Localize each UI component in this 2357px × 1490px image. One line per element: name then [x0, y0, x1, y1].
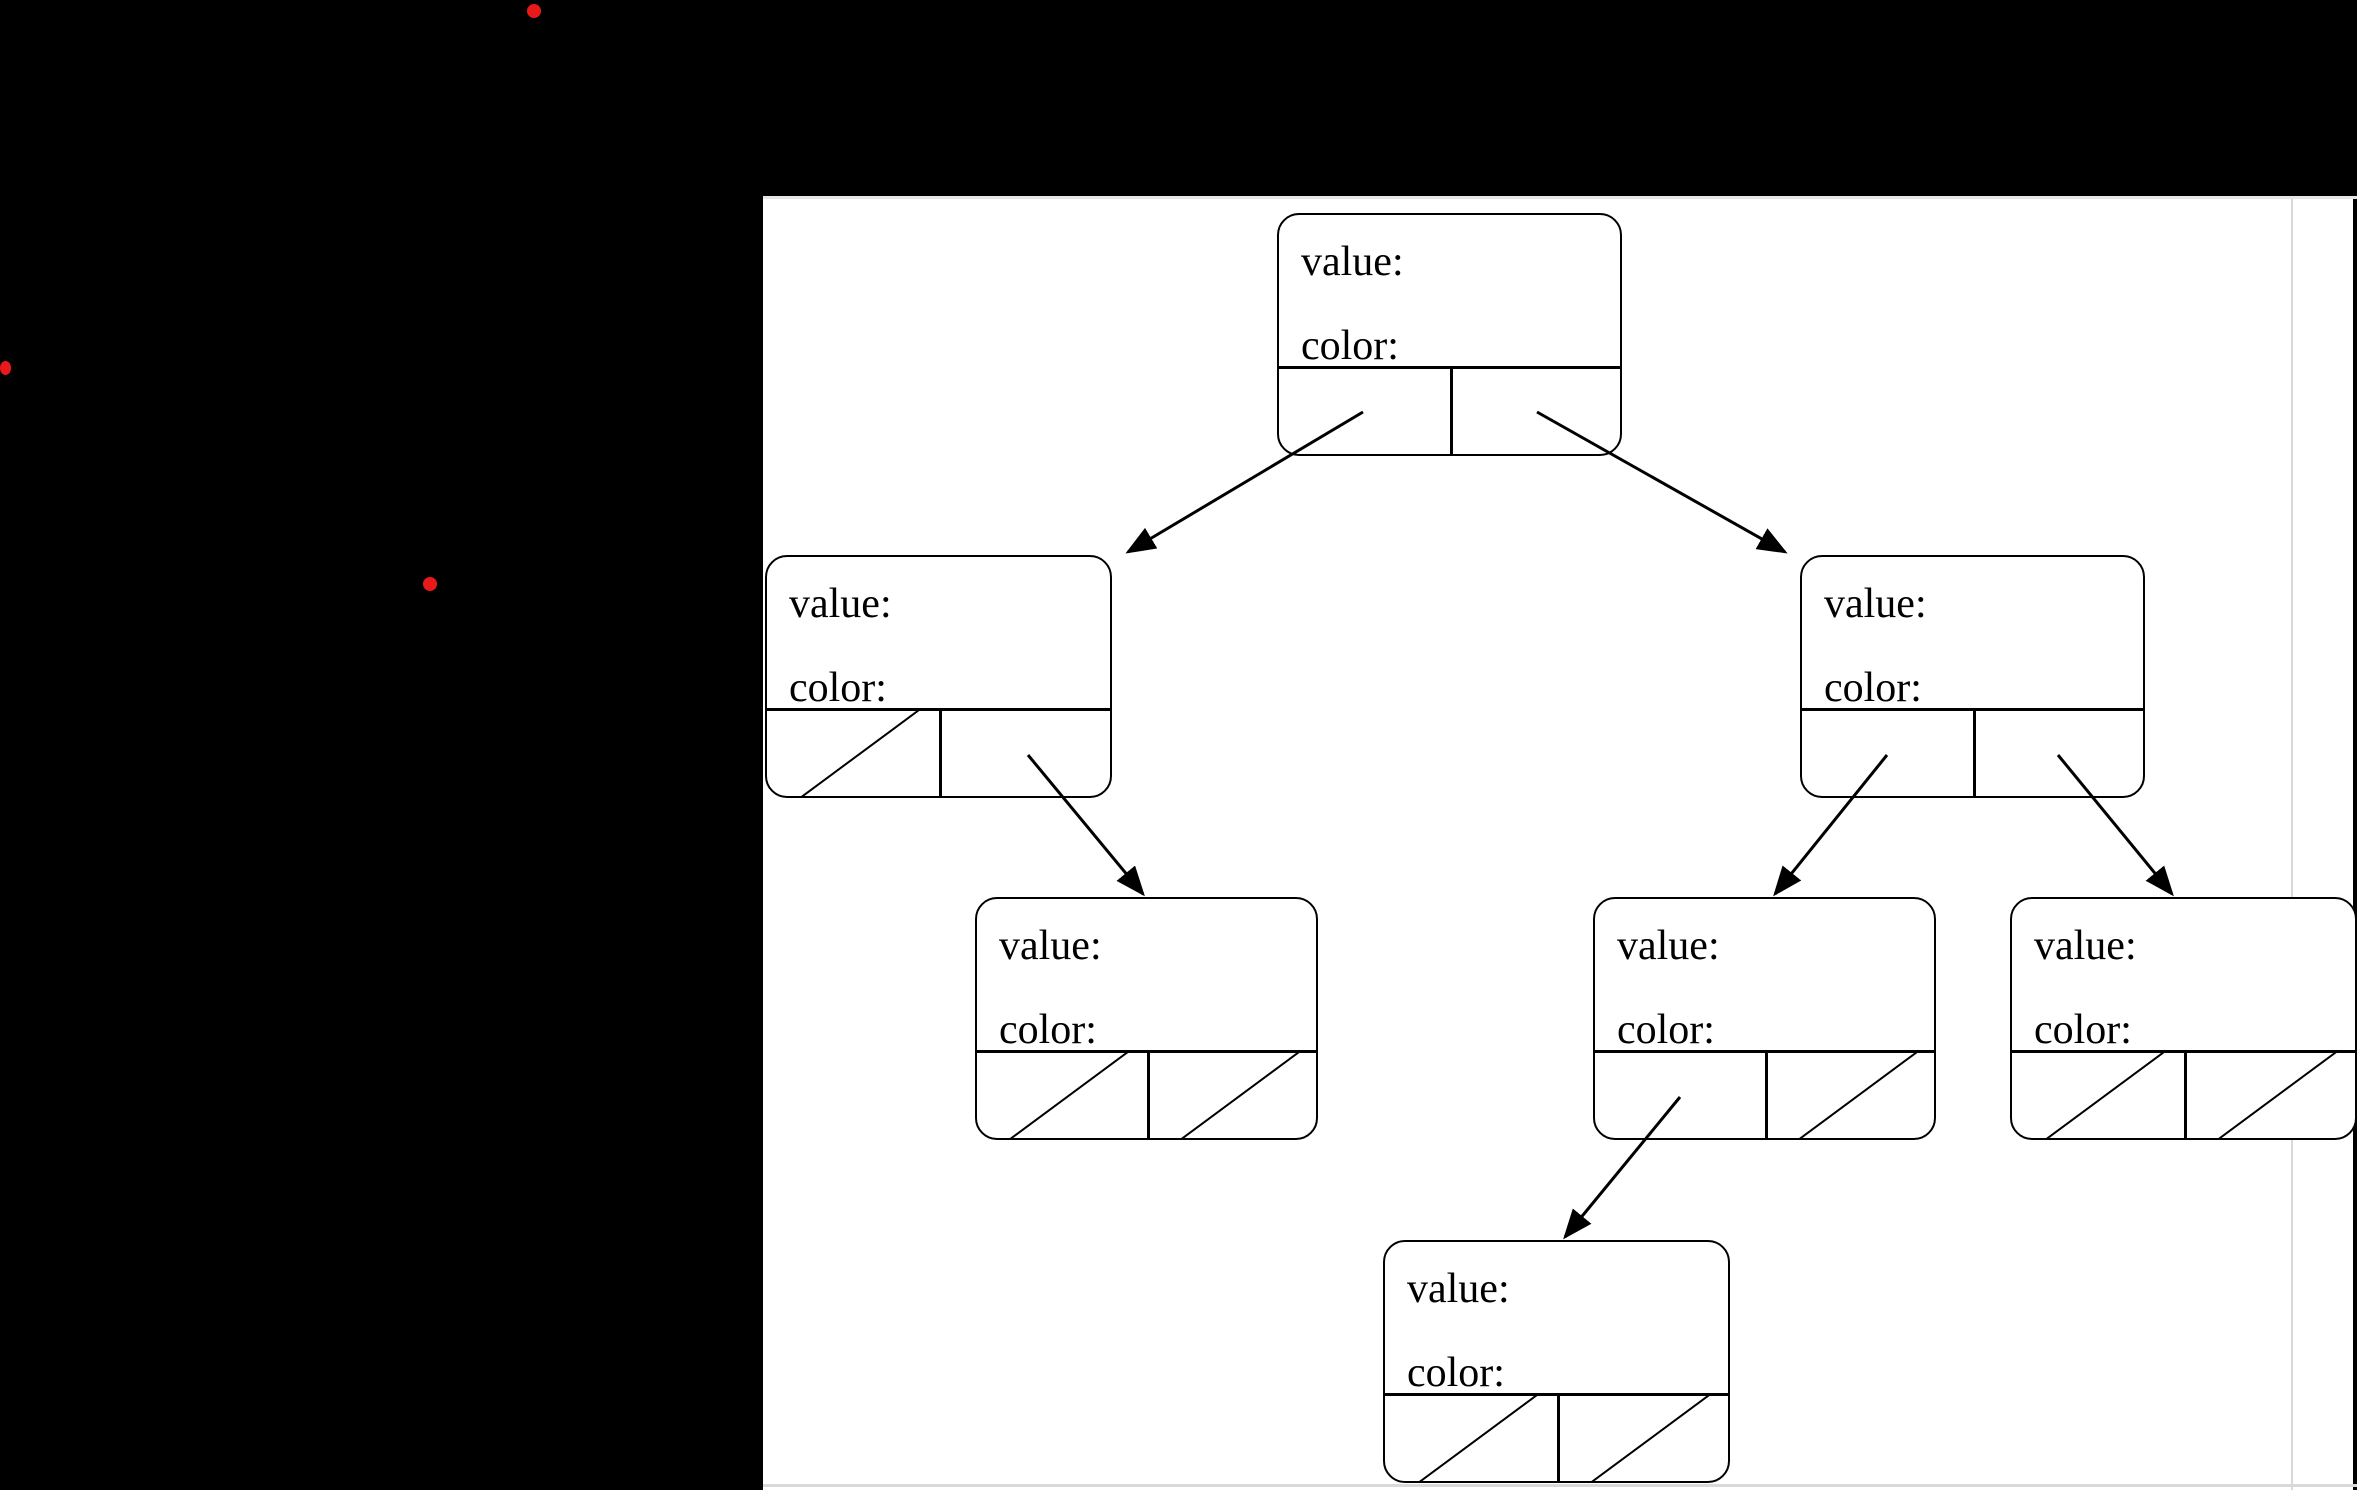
canvas-bottom-rule: [763, 1484, 2357, 1487]
node-left-pointer-leaf-b[interactable]: [1595, 1053, 1765, 1138]
node-value-label-leaf-a: value:: [999, 923, 1102, 969]
node-right-pointer-right-child[interactable]: [1972, 711, 2144, 796]
node-pointers-leaf-b: [1595, 1050, 1934, 1138]
tree-node-root[interactable]: value: color:: [1277, 213, 1622, 456]
node-value-label-leaf-b: value:: [1617, 923, 1720, 969]
node-body-right-child: value: color:: [1802, 557, 2143, 711]
node-body-leaf-c: value: color:: [2012, 899, 2355, 1053]
marker-dot-2: [0, 361, 11, 375]
node-value-label-leaf-d: value:: [1407, 1266, 1510, 1312]
node-pointers-leaf-d: [1385, 1393, 1728, 1481]
node-pointers-root: [1279, 366, 1620, 454]
node-pointers-left-child: [767, 708, 1110, 796]
node-body-leaf-d: value: color:: [1385, 1242, 1728, 1396]
tree-node-leaf-d[interactable]: value: color:: [1383, 1240, 1730, 1483]
tree-node-right-child[interactable]: value: color:: [1800, 555, 2145, 798]
canvas-right-rail: [2291, 199, 2357, 1490]
tree-node-leaf-b[interactable]: value: color:: [1593, 897, 1936, 1140]
node-value-label-root: value:: [1301, 239, 1404, 285]
node-left-pointer-leaf-a[interactable]: [977, 1053, 1147, 1138]
node-color-label-leaf-a: color:: [999, 1007, 1097, 1053]
node-color-label-right-child: color:: [1824, 665, 1922, 711]
node-left-pointer-right-child[interactable]: [1802, 711, 1973, 796]
node-pointers-leaf-c: [2012, 1050, 2355, 1138]
node-value-label-right-child: value:: [1824, 581, 1927, 627]
canvas-right-edge: [2353, 199, 2357, 1490]
tree-node-leaf-c[interactable]: value: color:: [2010, 897, 2357, 1140]
node-left-pointer-root[interactable]: [1279, 369, 1450, 454]
node-color-label-left-child: color:: [789, 665, 887, 711]
tree-node-left-child[interactable]: value: color:: [765, 555, 1112, 798]
node-body-leaf-b: value: color:: [1595, 899, 1934, 1053]
node-right-pointer-leaf-d[interactable]: [1556, 1396, 1729, 1481]
node-value-label-left-child: value:: [789, 581, 892, 627]
node-color-label-leaf-d: color:: [1407, 1350, 1505, 1396]
node-right-pointer-leaf-b[interactable]: [1764, 1053, 1935, 1138]
tree-node-leaf-a[interactable]: value: color:: [975, 897, 1318, 1140]
node-left-pointer-leaf-c[interactable]: [2012, 1053, 2184, 1138]
node-body-left-child: value: color:: [767, 557, 1110, 711]
node-color-label-root: color:: [1301, 323, 1399, 369]
node-right-pointer-left-child[interactable]: [938, 711, 1111, 796]
node-color-label-leaf-b: color:: [1617, 1007, 1715, 1053]
node-body-leaf-a: value: color:: [977, 899, 1316, 1053]
node-right-pointer-leaf-c[interactable]: [2183, 1053, 2356, 1138]
node-value-label-leaf-c: value:: [2034, 923, 2137, 969]
node-pointers-leaf-a: [977, 1050, 1316, 1138]
node-body-root: value: color:: [1279, 215, 1620, 369]
node-left-pointer-leaf-d[interactable]: [1385, 1396, 1557, 1481]
node-color-label-leaf-c: color:: [2034, 1007, 2132, 1053]
marker-dot-1: [527, 4, 541, 18]
node-right-pointer-leaf-a[interactable]: [1146, 1053, 1317, 1138]
node-pointers-right-child: [1802, 708, 2143, 796]
node-right-pointer-root[interactable]: [1449, 369, 1621, 454]
node-left-pointer-left-child[interactable]: [767, 711, 939, 796]
marker-dot-3: [423, 577, 437, 591]
